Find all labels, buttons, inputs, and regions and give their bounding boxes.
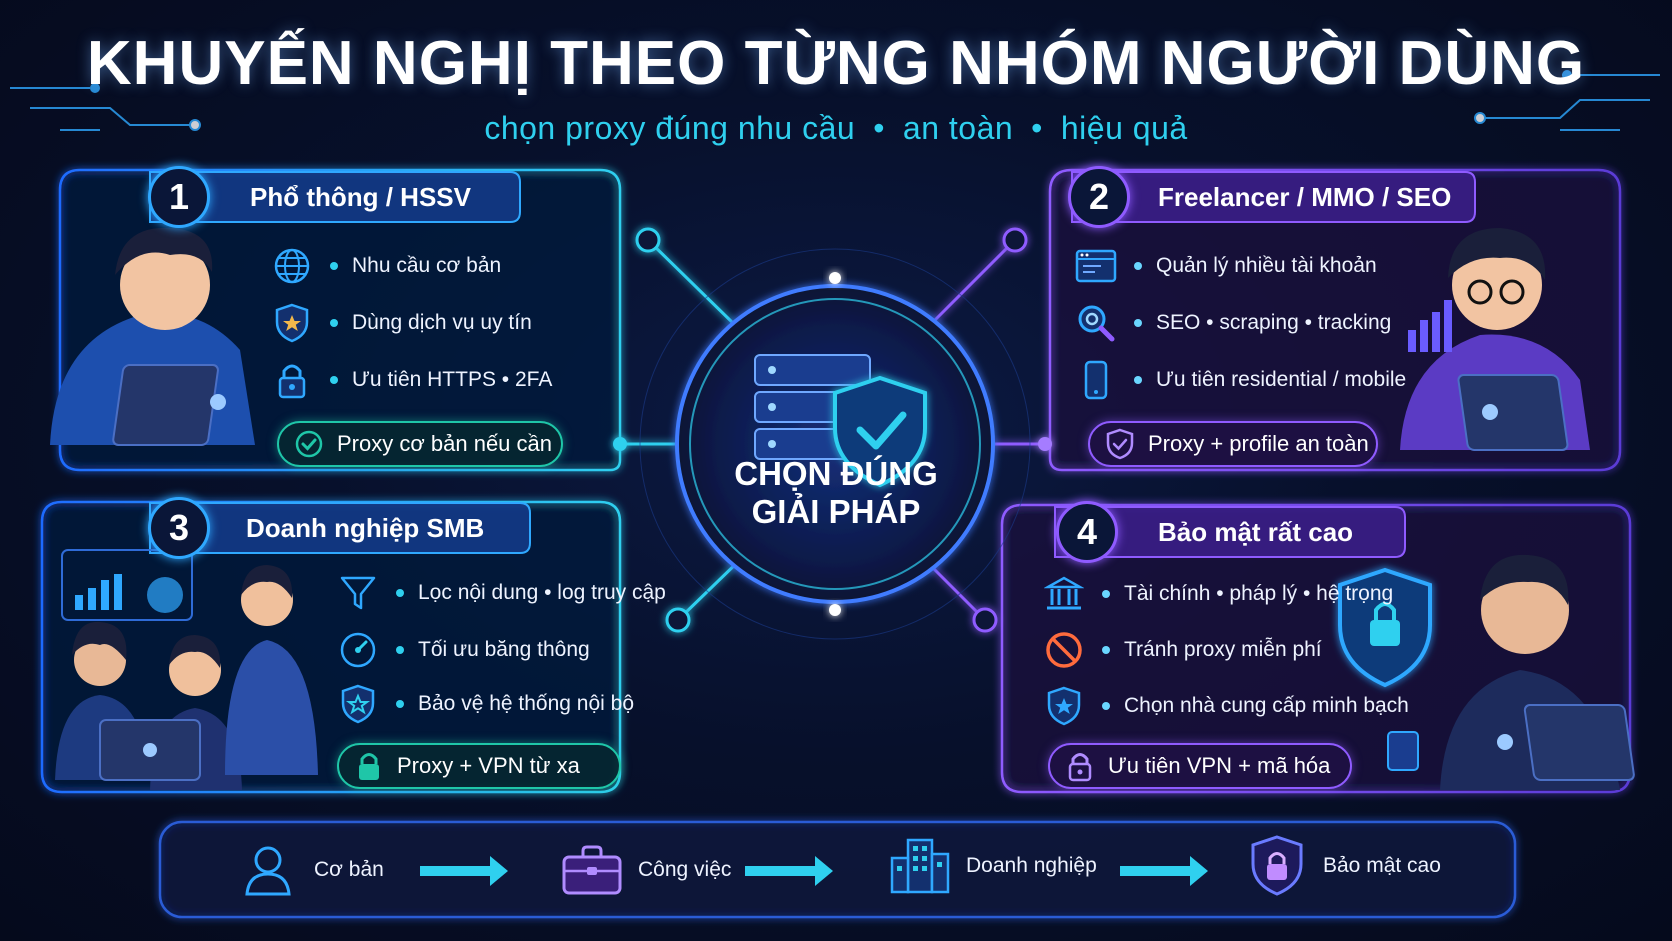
group-2-number: 2 — [1068, 166, 1130, 228]
group-3-item-3: Bảo vệ hệ thống nội bộ — [334, 684, 634, 724]
group-3-item-1: Lọc nội dung • log truy cập — [334, 573, 666, 613]
page-title: KHUYẾN NGHỊ THEO TỪNG NHÓM NGƯỜI DÙNG — [86, 29, 1586, 98]
filter-icon — [334, 573, 382, 613]
page-subtitle: chọn proxy đúng nhu cầu • an toàn • hiệu quả — [0, 110, 1672, 147]
star-shield-icon — [268, 303, 316, 343]
group-1-item-2: Dùng dịch vụ uy tín — [268, 303, 532, 343]
circuit-decoration-right — [1474, 70, 1660, 131]
group-1-recommendation: Proxy cơ bản nếu cần — [277, 421, 563, 467]
group-1-title: Phổ thông / HSSV — [250, 181, 471, 212]
center-label-line-2: GIẢI PHÁP — [751, 493, 921, 530]
group-2-item-3: Ưu tiên residential / mobile — [1072, 360, 1406, 400]
user-icon — [236, 840, 300, 900]
group-3-number: 3 — [148, 497, 210, 559]
center-label-line-1: CHỌN ĐÚNG — [734, 455, 938, 492]
group-4-item-3: Chọn nhà cung cấp minh bạch — [1040, 686, 1409, 726]
subtitle-part-1: chọn proxy đúng nhu cầu — [484, 110, 856, 146]
subtitle-separator-1: • — [873, 110, 885, 146]
group-1-item-1: Nhu cầu cơ bản — [268, 246, 501, 286]
shield-check-icon — [1104, 428, 1136, 460]
search-gear-icon — [1072, 303, 1120, 343]
group-2-item-2: SEO • scraping • tracking — [1072, 303, 1391, 343]
star-shield-icon — [1040, 686, 1088, 726]
check-circle-icon — [293, 428, 325, 460]
group-3-item-2: Tối ưu băng thông — [334, 630, 590, 670]
briefcase-icon — [560, 840, 624, 900]
subtitle-part-2: an toàn — [902, 110, 1014, 146]
bank-icon — [1040, 574, 1088, 614]
shield-lock-icon — [1245, 835, 1309, 896]
flow-step-high-security: Bảo mật cao — [1245, 835, 1441, 896]
globe-icon — [268, 246, 316, 286]
group-2-title: Freelancer / MMO / SEO — [1158, 181, 1452, 212]
group-4-title: Bảo mật rất cao — [1158, 516, 1354, 547]
flow-step-basic: Cơ bản — [236, 840, 384, 900]
team-illustration — [55, 549, 318, 790]
group-3-title: Doanh nghiệp SMB — [246, 512, 485, 543]
subtitle-separator-2: • — [1031, 110, 1043, 146]
group-1-number: 1 — [148, 166, 210, 228]
prohibited-icon — [1040, 630, 1088, 670]
group-4-recommendation: Ưu tiên VPN + mã hóa — [1048, 743, 1352, 789]
mobile-icon — [1072, 360, 1120, 400]
browser-window-icon — [1072, 246, 1120, 286]
group-4-item-1: Tài chính • pháp lý • hệ trọng — [1040, 574, 1393, 614]
star-shield-icon — [334, 684, 382, 724]
center-label: CHỌN ĐÚNG GIẢI PHÁP — [686, 455, 986, 531]
speedometer-icon — [334, 630, 382, 670]
flow-step-work: Công việc — [560, 840, 731, 900]
group-2-recommendation: Proxy + profile an toàn — [1088, 421, 1378, 467]
security-expert-illustration — [1338, 554, 1635, 790]
group-4-number: 4 — [1056, 501, 1118, 563]
lock-icon — [268, 360, 316, 400]
flow-arrows — [420, 856, 1208, 886]
subtitle-part-3: hiệu quả — [1060, 110, 1188, 146]
freelancer-illustration — [1400, 228, 1590, 451]
center-core — [639, 248, 1031, 640]
lock-icon — [353, 750, 385, 782]
circuit-decoration-left — [10, 83, 201, 131]
group-4-item-2: Tránh proxy miễn phí — [1040, 630, 1322, 670]
building-icon — [888, 836, 952, 896]
group-3-recommendation: Proxy + VPN từ xa — [337, 743, 621, 789]
flow-step-enterprise: Doanh nghiệp — [888, 836, 1097, 896]
group-1-item-3: Ưu tiên HTTPS • 2FA — [268, 360, 552, 400]
lock-icon — [1064, 750, 1096, 782]
group-2-item-1: Quản lý nhiều tài khoản — [1072, 246, 1377, 286]
student-illustration — [50, 227, 255, 446]
